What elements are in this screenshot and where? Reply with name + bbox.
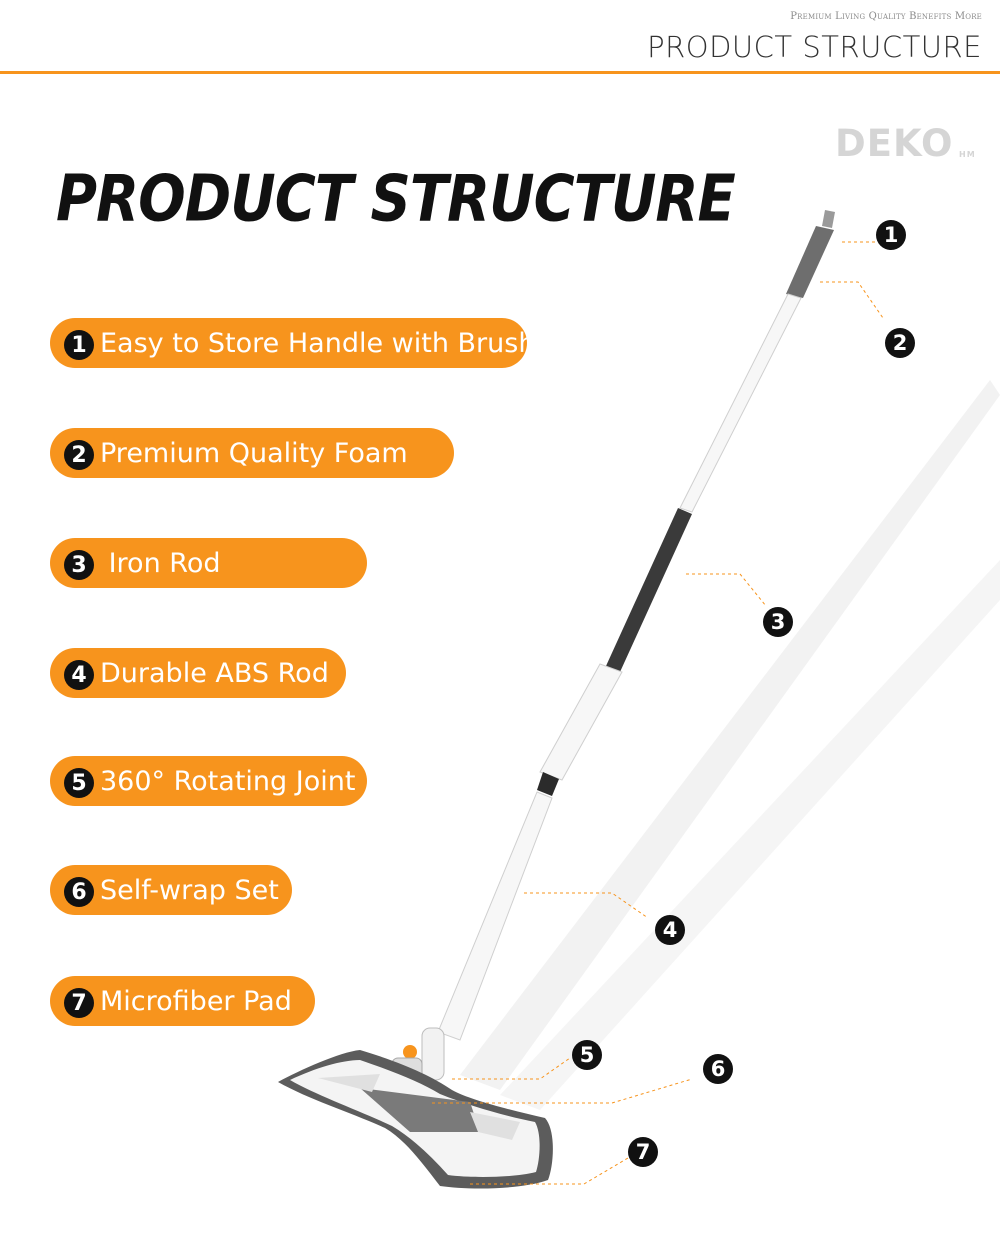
- callout-badge-2: 2: [885, 328, 915, 358]
- feature-label: Easy to Store Handle with Brush: [100, 327, 536, 359]
- feature-foam: 2 Premium Quality Foam: [50, 428, 454, 478]
- feature-label: Premium Quality Foam: [100, 437, 408, 469]
- callout-badge-4: 4: [655, 915, 685, 945]
- page-title: PRODUCT STRUCTURE: [56, 162, 736, 237]
- brand-logo-sub: HM: [959, 150, 976, 159]
- header-title: PRODUCT STRUCTURE: [647, 30, 982, 64]
- callout-badge-5: 5: [572, 1040, 602, 1070]
- feature-label: Durable ABS Rod: [100, 657, 329, 689]
- mop-shadow: [460, 380, 1000, 1110]
- leader-7: [470, 1157, 629, 1185]
- feature-number-badge: 1: [64, 330, 94, 360]
- callout-leaders: [432, 241, 884, 1185]
- feature-self-wrap: 6 Self-wrap Set: [50, 865, 292, 915]
- leader-2: [820, 281, 884, 319]
- callout-badge-7: 7: [628, 1137, 658, 1167]
- feature-handle-brush: 1 Easy to Store Handle with Brush: [50, 318, 535, 368]
- feature-label: Iron Rod: [100, 547, 221, 579]
- header-divider: [0, 71, 1000, 74]
- feature-number-badge: 2: [64, 440, 94, 470]
- callout-badge-6: 6: [703, 1054, 733, 1084]
- feature-microfiber-pad: 7 Microfiber Pad: [50, 976, 315, 1026]
- callout-badge-1: 1: [876, 220, 906, 250]
- feature-iron-rod: 3 Iron Rod: [50, 538, 367, 588]
- callout-badge-3: 3: [763, 607, 793, 637]
- mop-head: [278, 1050, 553, 1189]
- feature-number-badge: 6: [64, 877, 94, 907]
- feature-label: 360° Rotating Joint: [100, 765, 356, 797]
- feature-number-badge: 7: [64, 988, 94, 1018]
- feature-number-badge: 5: [64, 768, 94, 798]
- header-tagline: Premium Living Quality Benefits More: [790, 11, 982, 22]
- leader-6: [432, 1078, 693, 1104]
- leader-3: [686, 573, 767, 607]
- brand-logo: DEKO: [835, 122, 954, 165]
- feature-number-badge: 4: [64, 660, 94, 690]
- feature-label: Self-wrap Set: [100, 874, 279, 906]
- feature-label: Microfiber Pad: [100, 985, 292, 1017]
- feature-rotating-joint: 5 360° Rotating Joint: [50, 756, 367, 806]
- feature-number-badge: 3: [64, 550, 94, 580]
- mop-handle: [437, 210, 835, 1041]
- feature-abs-rod: 4 Durable ABS Rod: [50, 648, 346, 698]
